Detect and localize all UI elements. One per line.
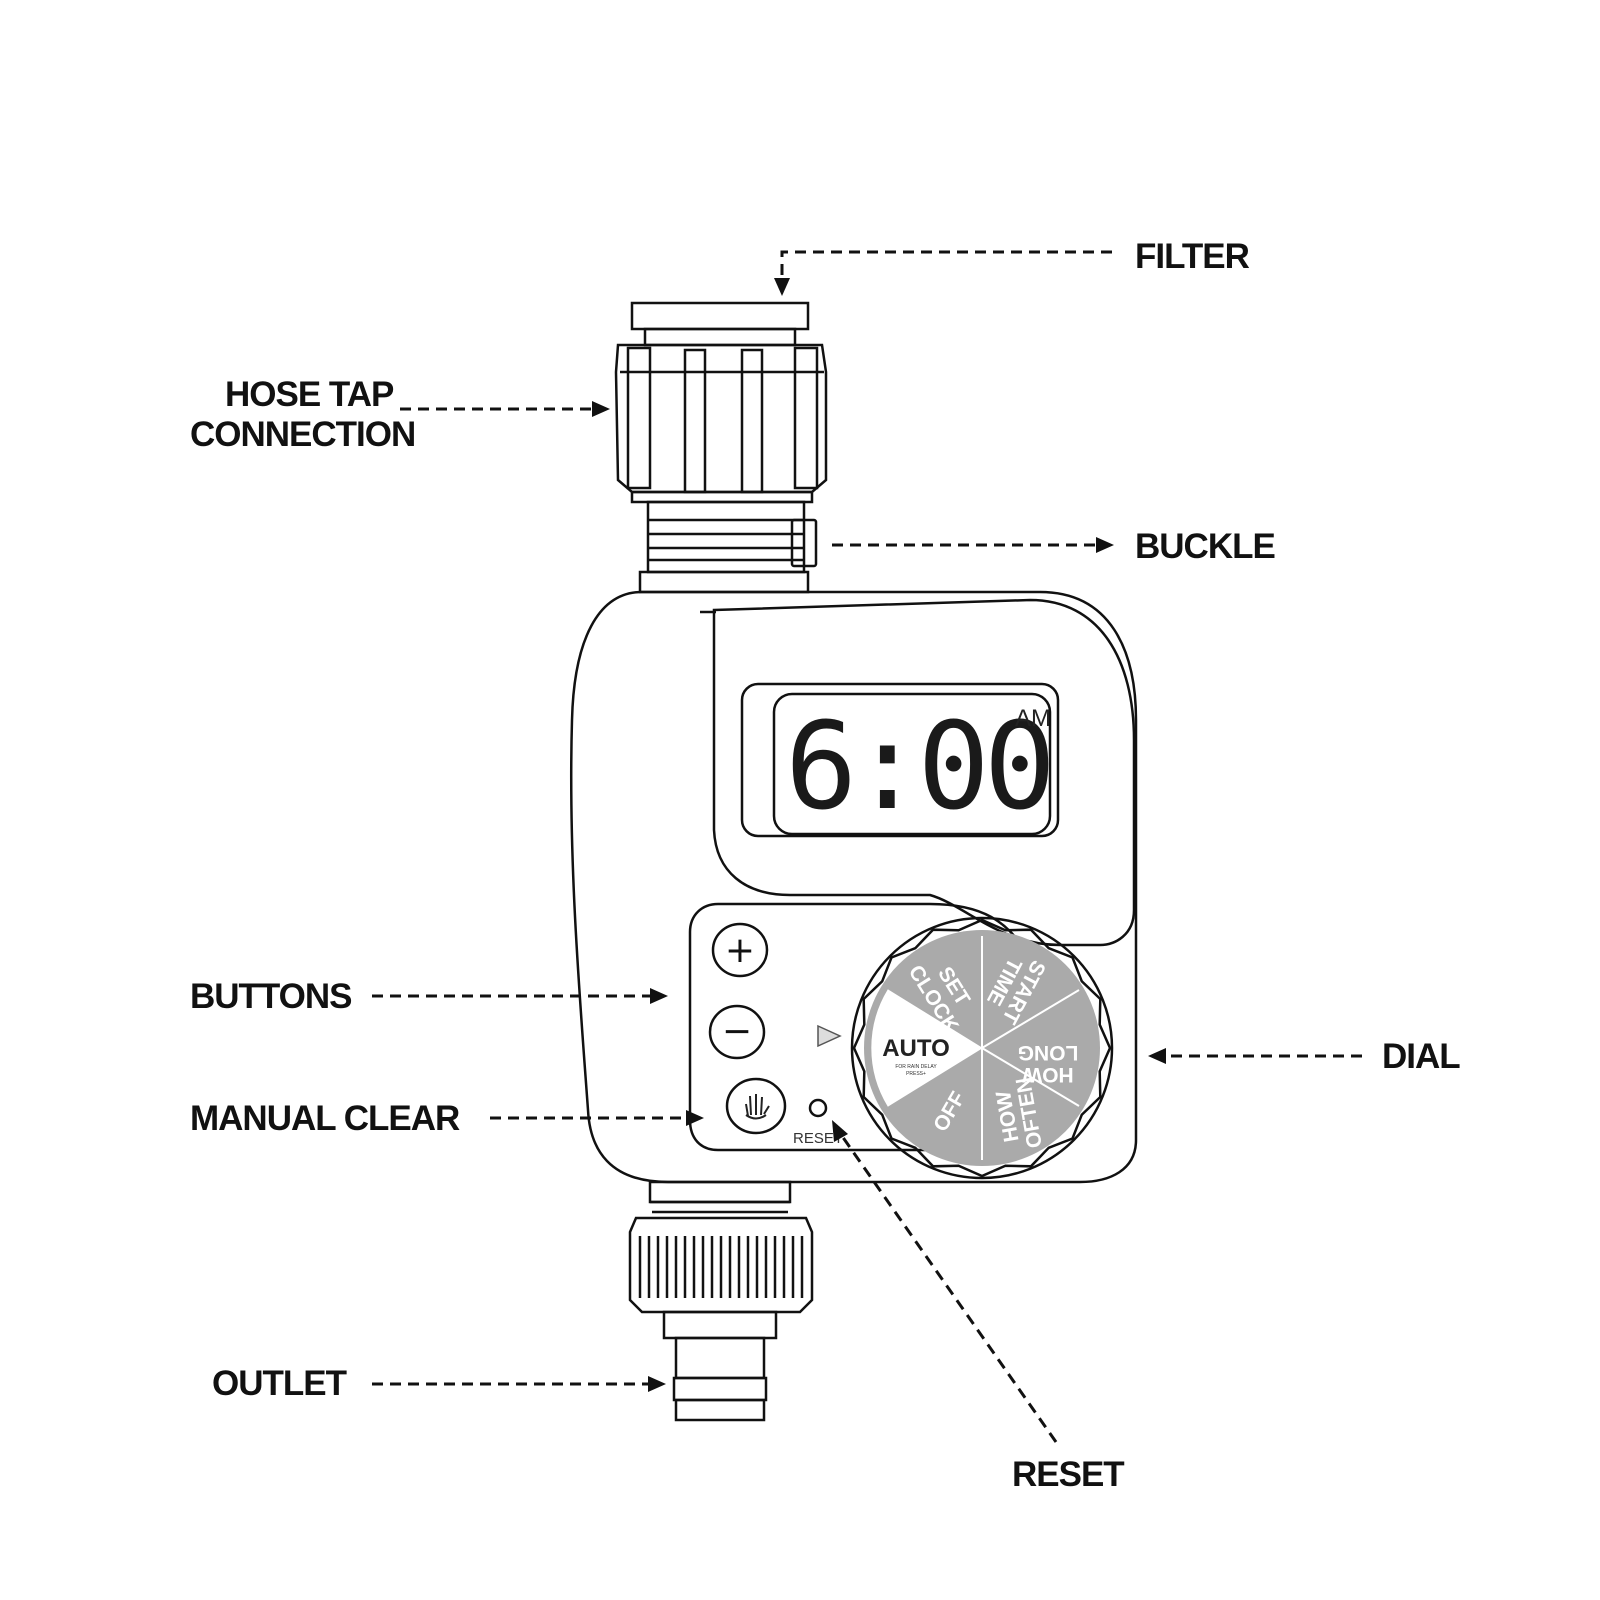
label-filter: FILTER (1135, 237, 1250, 276)
leader-outlet (372, 1376, 666, 1392)
dial-knob[interactable]: AUTO FOR RAIN DELAY PRESS+ SET CLOCK STA… (850, 916, 1114, 1180)
label-manual-clear: MANUAL CLEAR (190, 1099, 460, 1138)
lcd-time: 6:00 (785, 698, 1050, 837)
dial-how-long-long-label: LONG (1018, 1041, 1079, 1064)
dial-pointer-triangle (817, 1024, 842, 1048)
dial-auto-sublabel-1: FOR RAIN DELAY (895, 1064, 937, 1070)
dial-auto-sublabel-2: PRESS+ (906, 1071, 926, 1077)
neck-with-buckle (638, 500, 818, 594)
leader-buttons (372, 988, 668, 1004)
label-outlet: OUTLET (212, 1364, 347, 1403)
leader-dial (1148, 1048, 1362, 1064)
plus-button[interactable]: + (711, 922, 769, 978)
label-buttons: BUTTONS (190, 977, 352, 1016)
dial-auto-label: AUTO (882, 1035, 950, 1062)
plus-icon: + (725, 930, 755, 971)
minus-icon: − (722, 1011, 752, 1052)
outlet-connector (672, 1336, 768, 1422)
leader-hose-tap (400, 401, 610, 417)
leader-filter (774, 250, 1112, 296)
dial-how-long-how-label: HOW (1022, 1063, 1074, 1086)
manual-clear-button[interactable] (725, 1077, 787, 1135)
lcd-display: 6:00 AM (740, 682, 1060, 838)
filter-cap (630, 301, 810, 331)
lcd-am-indicator: AM (1015, 705, 1051, 732)
label-reset: RESET (1012, 1455, 1124, 1494)
label-hose-tap-line-1: HOSE TAP (225, 375, 394, 414)
leader-reset (832, 1120, 1058, 1443)
label-buckle: BUCKLE (1135, 527, 1275, 566)
label-hose-tap-line-2: CONNECTION (190, 415, 415, 454)
control-panel (688, 902, 1032, 1152)
hand-icon (745, 1094, 770, 1120)
lower-coupler (628, 1180, 814, 1340)
leader-manual-clear (490, 1110, 704, 1126)
minus-button[interactable]: − (708, 1004, 766, 1060)
label-dial: DIAL (1382, 1037, 1460, 1076)
reset-text-on-device: RESET (793, 1130, 843, 1147)
hose-tap-connection-nut (614, 327, 828, 504)
reset-pinhole[interactable]: RESET (793, 1098, 843, 1147)
leader-buckle (832, 537, 1114, 553)
